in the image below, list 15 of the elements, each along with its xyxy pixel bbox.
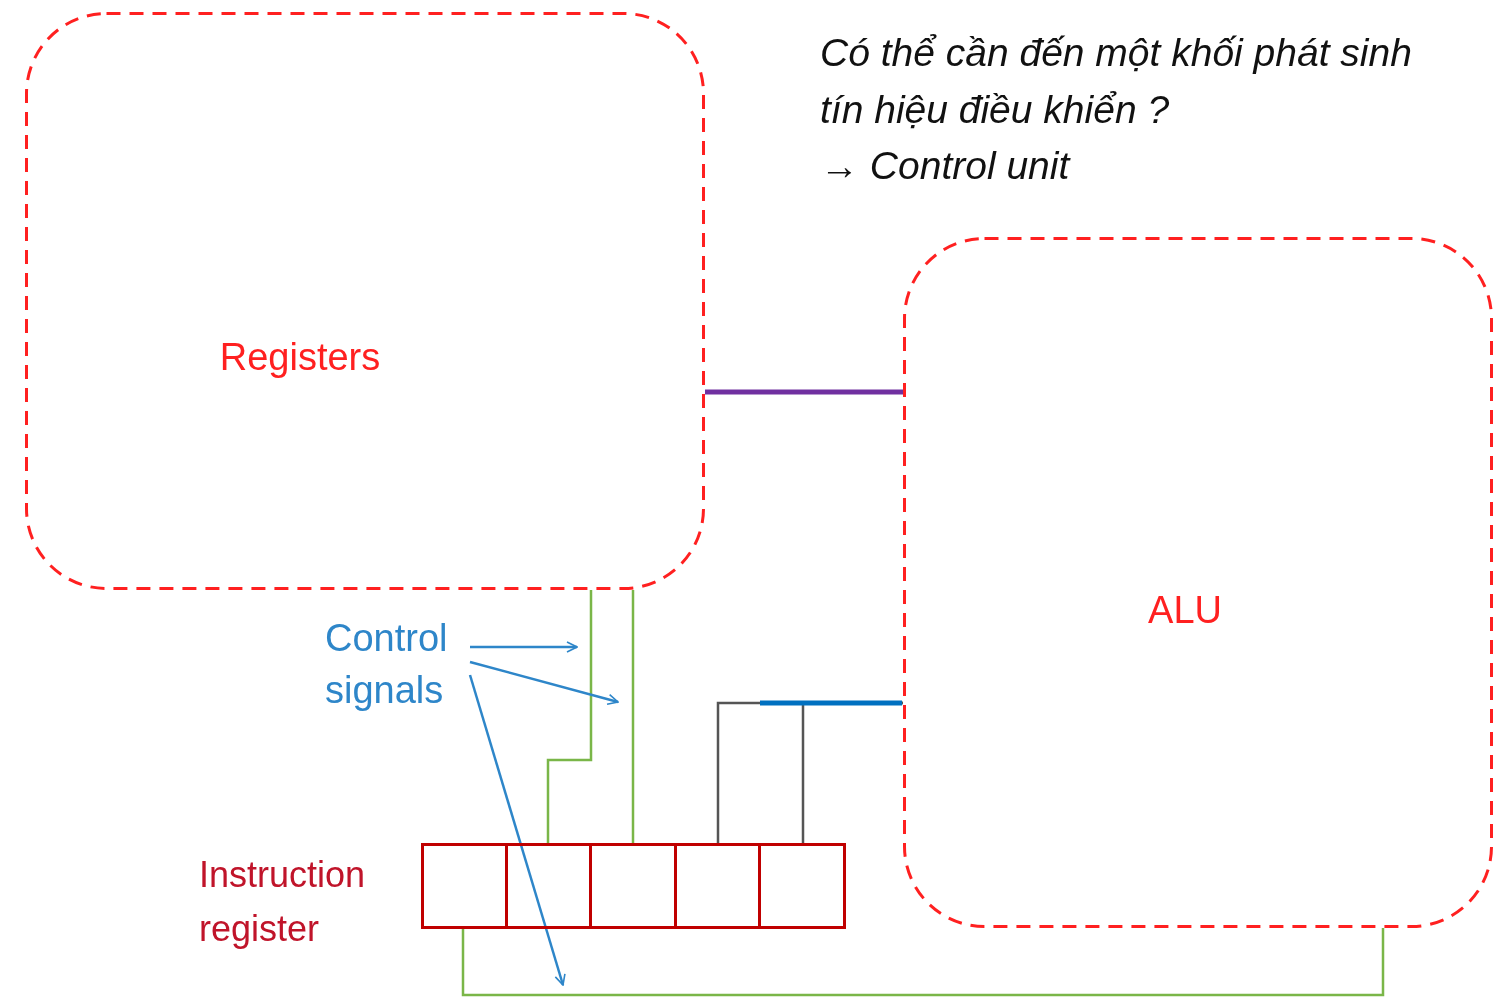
- box-label: ALU: [1148, 588, 1222, 632]
- annotation-text: Control signals: [325, 616, 449, 713]
- box-label: Registers: [219, 335, 381, 379]
- connector-line: [705, 389, 903, 395]
- register-caption: Instruction register: [199, 853, 367, 951]
- note-text: Có thể cần đến một khối phát sinh tín hiệu điều khiển ?: [820, 30, 1413, 133]
- dashed-rounded-box: [25, 12, 705, 590]
- connector-line: [631, 590, 635, 843]
- connector-line: [461, 928, 1385, 997]
- connector-line: [546, 590, 593, 843]
- note-text: → Control unit: [820, 143, 1072, 189]
- arrow: [470, 641, 578, 653]
- dashed-rounded-box: [903, 237, 1493, 928]
- arrow: [468, 674, 566, 986]
- arrow: [469, 660, 619, 705]
